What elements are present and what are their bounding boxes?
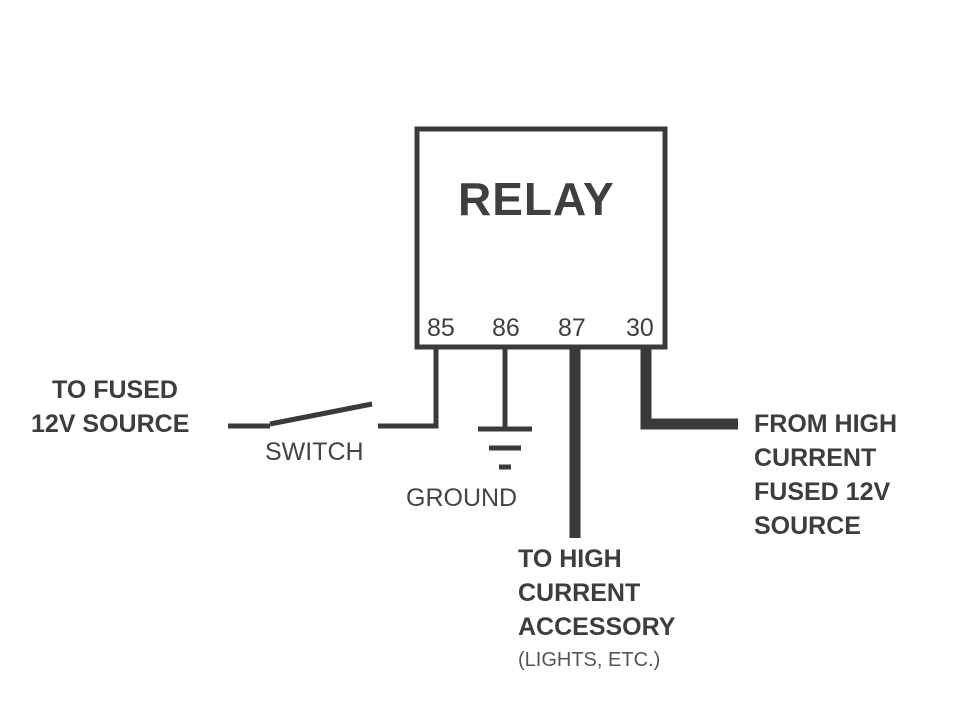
switch-lever bbox=[269, 401, 373, 427]
high-current-line-4: SOURCE bbox=[754, 512, 861, 540]
ground-label: GROUND bbox=[406, 484, 518, 512]
pin-label-87: 87 bbox=[558, 314, 586, 342]
pin-30-wire bbox=[640, 347, 738, 430]
pin-label-85: 85 bbox=[427, 314, 455, 342]
fused-source-line-2: 12V SOURCE bbox=[31, 410, 190, 438]
pin-label-86: 86 bbox=[492, 314, 520, 342]
accessory-label: TO HIGH CURRENT ACCESSORY bbox=[518, 542, 675, 644]
relay-box bbox=[414, 126, 668, 350]
switch-label: SWITCH bbox=[265, 438, 364, 466]
fused-source-line-1: TO FUSED bbox=[52, 376, 178, 404]
pin-label-30: 30 bbox=[626, 314, 654, 342]
relay-title: RELAY bbox=[458, 173, 615, 225]
high-current-line-1: FROM HIGH bbox=[754, 410, 898, 438]
high-current-line-2: CURRENT bbox=[754, 444, 877, 472]
accessory-note: (LIGHTS, ETC.) bbox=[518, 649, 661, 671]
accessory-line-2: CURRENT bbox=[518, 579, 641, 607]
pin-85-wire bbox=[378, 347, 439, 429]
fused-source-label: TO FUSED 12V SOURCE bbox=[31, 373, 189, 441]
high-current-line-3: FUSED 12V bbox=[754, 478, 891, 506]
accessory-line-3: ACCESSORY bbox=[518, 613, 676, 641]
high-current-source-label: FROM HIGH CURRENT FUSED 12V SOURCE bbox=[754, 407, 897, 543]
accessory-line-1: TO HIGH bbox=[518, 545, 622, 573]
